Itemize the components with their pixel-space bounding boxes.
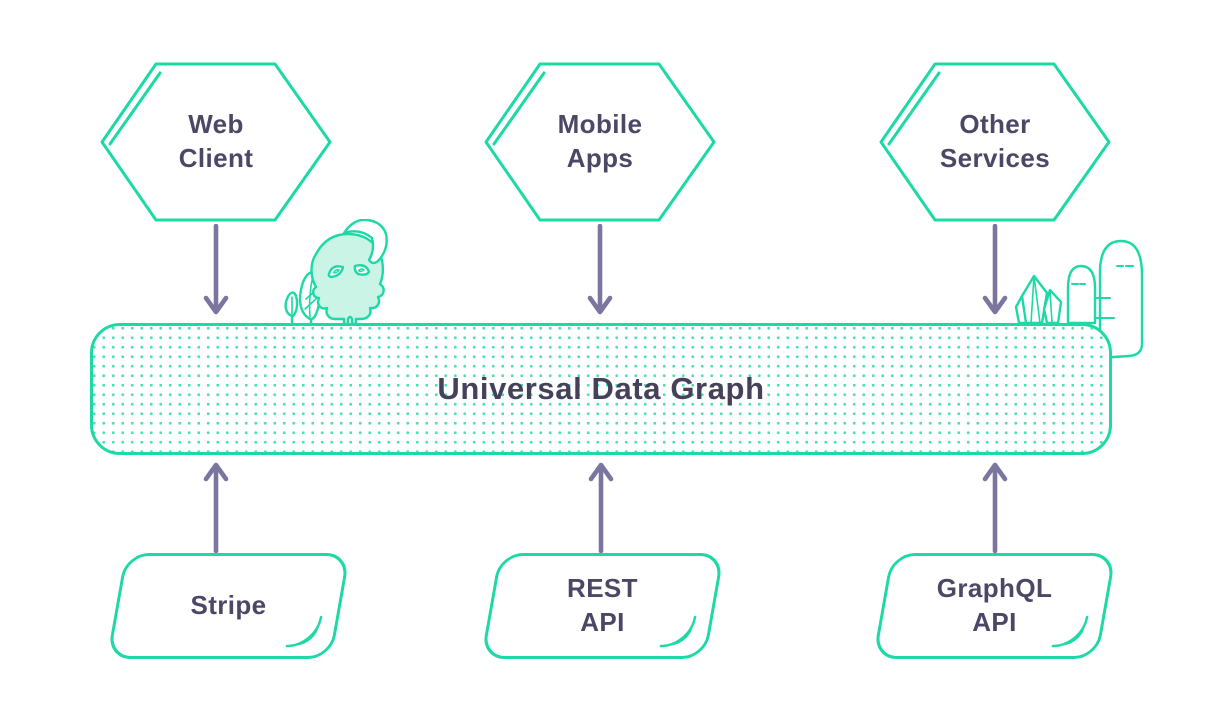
node-label-line: Client [178,143,254,173]
hexagon-outline [484,62,716,222]
node-label-line: API [972,607,1017,637]
arrow-mobile-apps-to-graph [587,224,613,315]
corner-swoosh-accent [659,615,697,648]
arrow-web-client-to-graph [203,224,229,315]
node-label-line: API [580,607,625,637]
hexagon-other-services: Other Services [879,62,1111,222]
hexagon-accent-line [887,71,941,146]
node-rest-api: REST API [480,553,725,659]
node-stripe: Stripe [106,553,351,659]
hexagon-outline [879,62,1111,222]
arrow-other-services-to-graph [982,224,1008,315]
sprout-creature-illustration [284,219,388,325]
node-label: GraphQL API [885,556,1104,656]
node-label-line: Other [959,109,1031,140]
corner-swoosh-accent [1051,615,1089,648]
node-label-line: Stripe [190,590,267,621]
arrow-rest-api-to-graph [588,462,614,553]
node-label-line: Services [939,143,1051,173]
node-label-line: Web [188,109,244,140]
universal-data-graph-node: Universal Data Graph [90,323,1112,455]
node-label-line: Apps [566,143,634,173]
node-label-line: GraphQL [936,573,1053,604]
node-label: REST API [493,556,712,656]
node-label-line: REST [567,573,638,604]
hexagon-outline [100,62,332,222]
node-label: Web Client [100,62,332,222]
node-label-line: Mobile [557,109,643,140]
node-label: Other Services [879,62,1111,222]
universal-data-graph-label: Universal Data Graph [437,371,765,406]
node-label: Stripe [119,556,338,656]
node-graphql-api: GraphQL API [872,553,1117,659]
node-label: Mobile Apps [484,62,716,222]
hexagon-web-client: Web Client [100,62,332,222]
corner-swoosh-accent [285,615,323,648]
hexagon-mobile-apps: Mobile Apps [484,62,716,222]
arrow-stripe-to-graph [203,462,229,553]
hexagon-accent-line [108,71,162,146]
hexagon-accent-line [492,71,546,146]
arrow-graphql-api-to-graph [982,462,1008,553]
